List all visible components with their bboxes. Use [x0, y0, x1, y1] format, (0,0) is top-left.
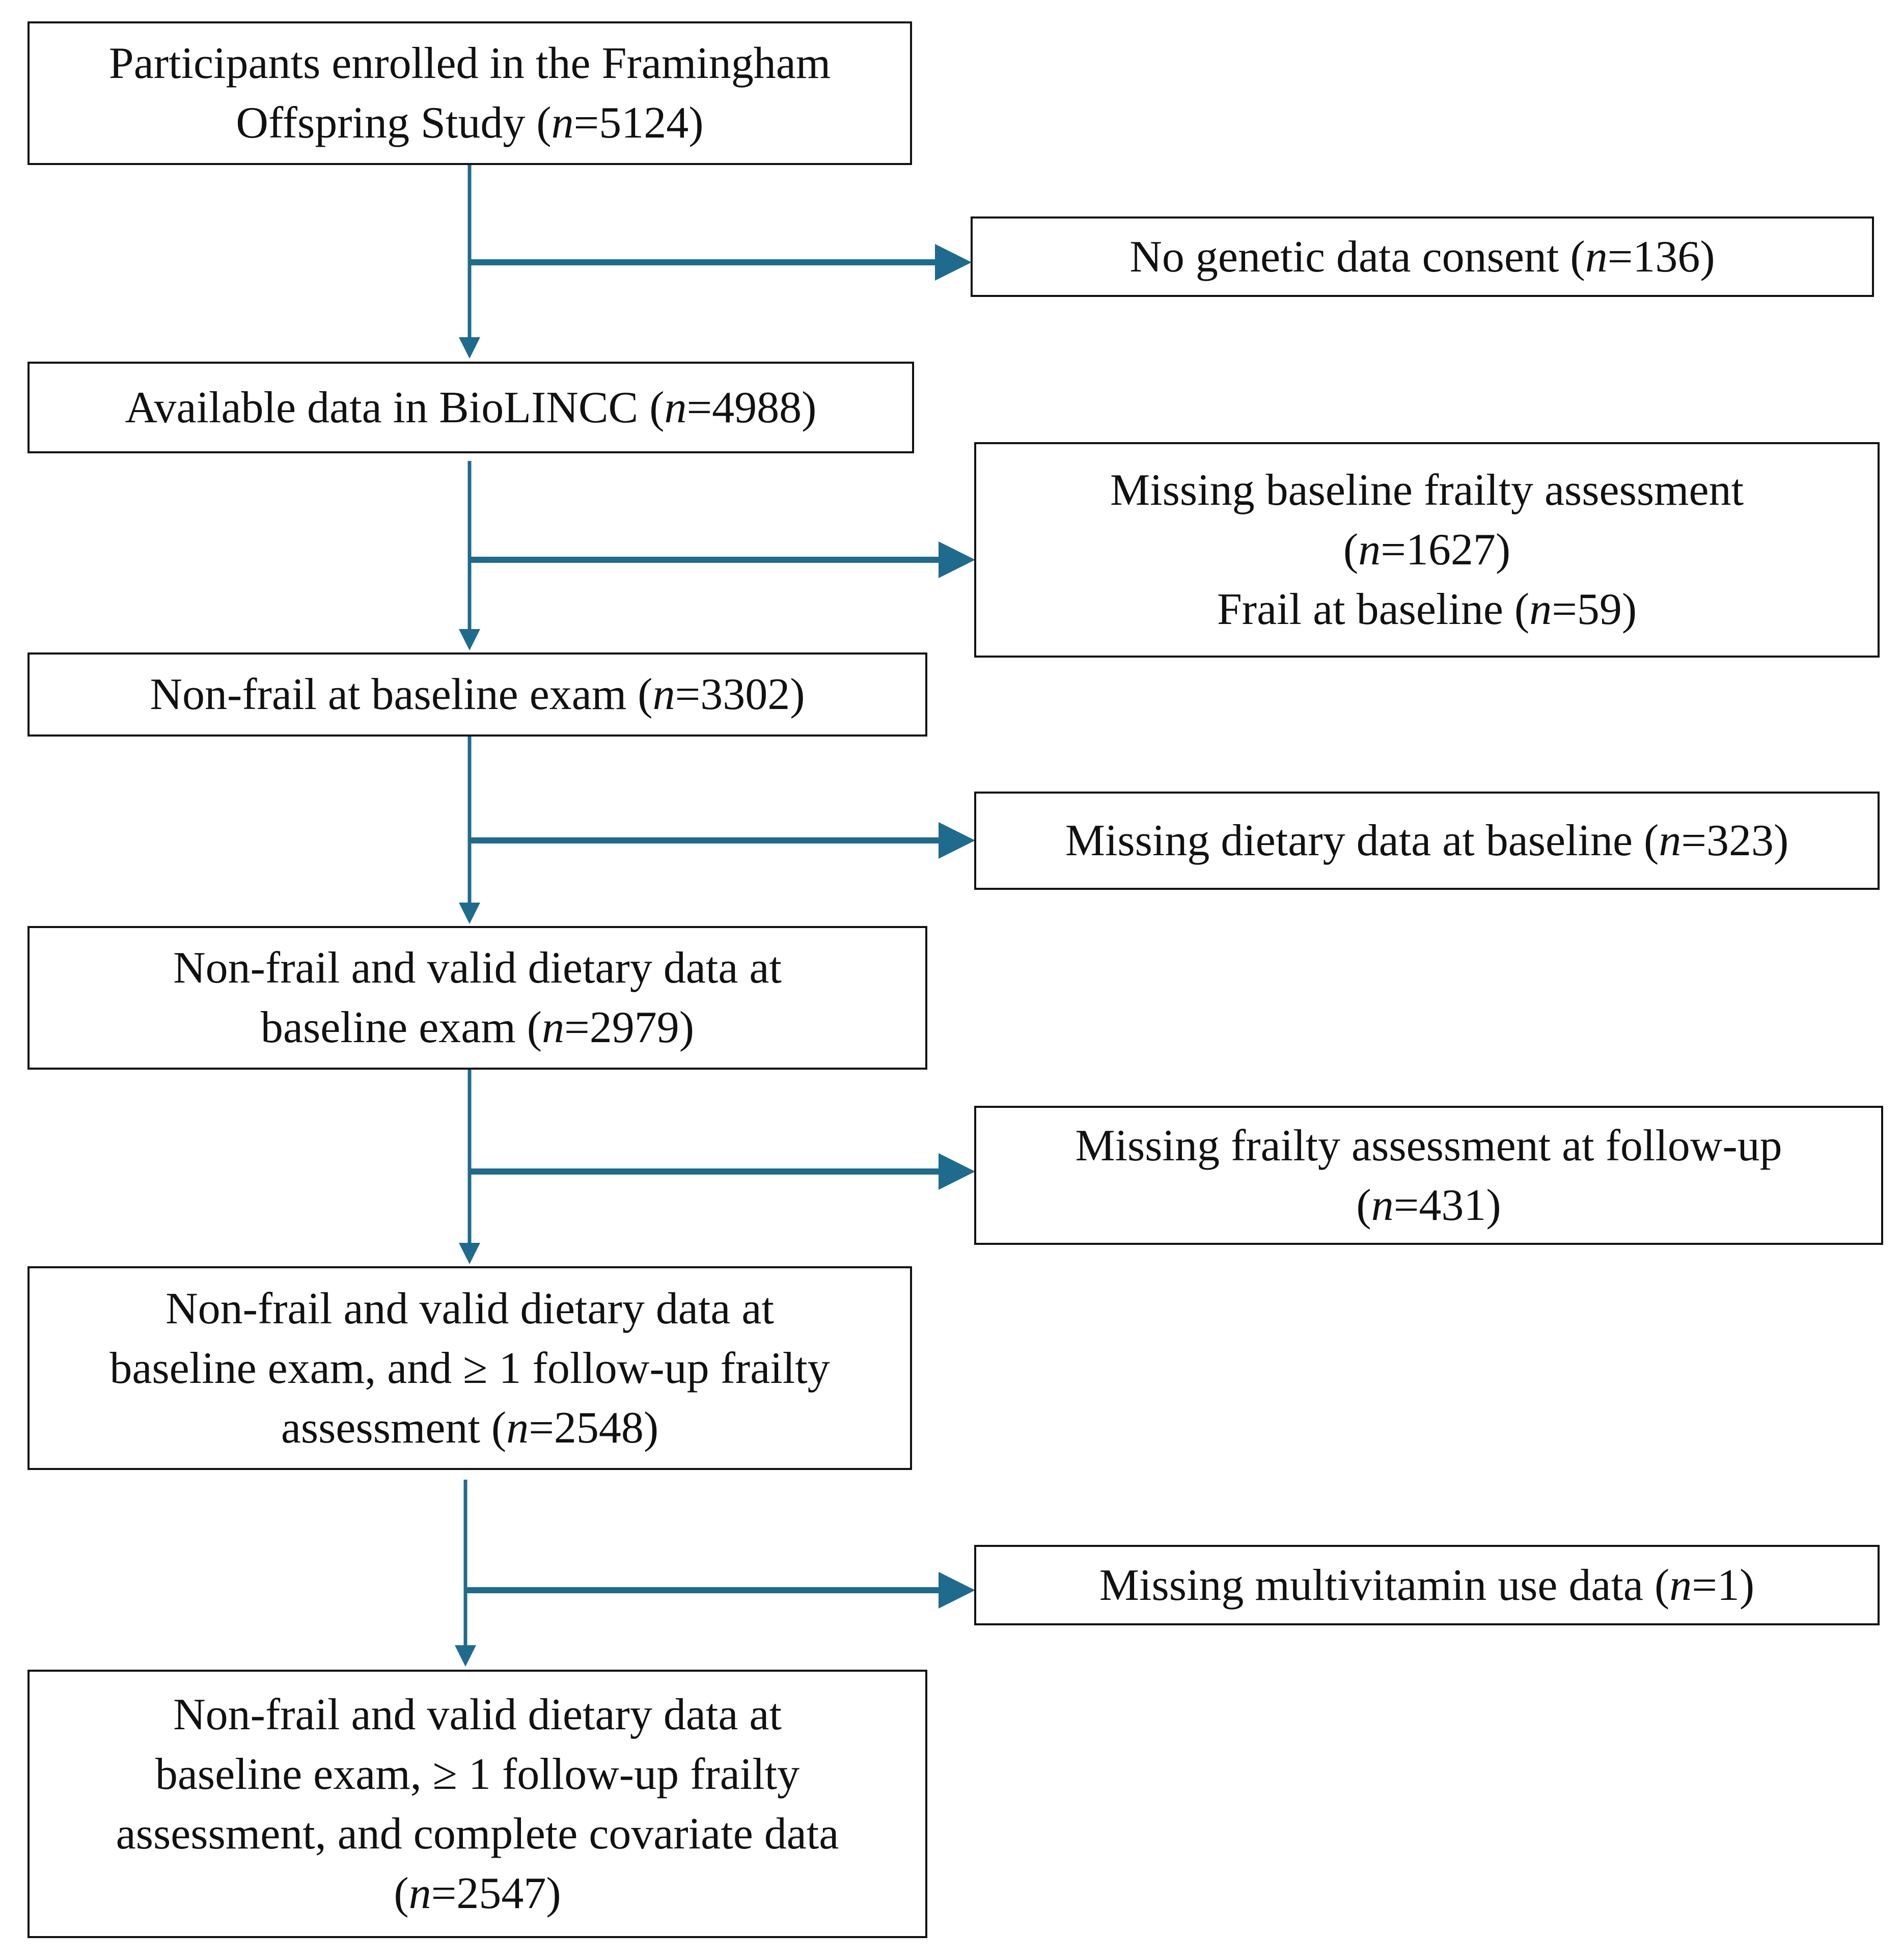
sample-size-symbol: n: [1371, 1180, 1394, 1230]
sample-size-symbol: n: [1659, 816, 1682, 865]
step-text-line: Offspring Study (n=5124): [236, 93, 703, 153]
text-fragment: Missing dietary data at baseline (: [1065, 816, 1659, 865]
sample-size-value: =136): [1607, 232, 1715, 282]
exclusion-missing-frailty-baseline: Missing baseline frailty assessment(n=16…: [974, 442, 1880, 658]
exclusion-no-consent: No genetic data consent (n=136): [971, 216, 1874, 297]
exclusion-text-line: Missing baseline frailty assessment: [1110, 466, 1744, 515]
text-fragment: Frail at baseline (: [1217, 585, 1530, 634]
sample-size-value: =1): [1692, 1560, 1755, 1610]
text-fragment: baseline exam (: [260, 1003, 542, 1052]
sample-size-value: =5124): [573, 98, 704, 148]
sample-size-symbol: n: [1529, 585, 1552, 634]
exclusion-text-line: Missing dietary data at baseline (n=323): [1065, 811, 1789, 870]
sample-size-symbol: n: [1358, 525, 1381, 575]
exclusion-text-line: (n=1627): [1343, 520, 1510, 580]
sample-size-symbol: n: [652, 670, 675, 719]
step-text-line: Non-frail and valid dietary data at: [166, 1284, 774, 1333]
exclusion-missing-frailty-followup: Missing frailty assessment at follow-up (…: [974, 1106, 1883, 1245]
step-text-line: Non-frail and valid dietary data at: [173, 1690, 782, 1739]
exclusion-missing-multivitamin: Missing multivitamin use data (n=1): [974, 1545, 1880, 1625]
step-text-line: baseline exam (n=2979): [261, 998, 694, 1057]
sample-size-value: =323): [1681, 816, 1789, 865]
step-text-line: Non-frail and valid dietary data at: [173, 943, 782, 993]
sample-size-value: =4988): [686, 383, 817, 432]
text-fragment: Available data in BioLINCC (: [125, 383, 665, 432]
exclusion-text-line: Frail at baseline (n=59): [1217, 580, 1637, 639]
text-fragment: assessment (: [281, 1403, 507, 1453]
exclusion-text-line: (n=431): [1356, 1176, 1501, 1235]
step-final: Non-frail and valid dietary data at basel…: [27, 1670, 927, 1938]
sample-size-symbol: n: [1585, 232, 1608, 282]
sample-size-value: =59): [1552, 585, 1637, 634]
sample-size-symbol: n: [664, 383, 687, 432]
sample-size-symbol: n: [408, 1868, 431, 1918]
text-fragment: Missing multivitamin use data (: [1099, 1560, 1670, 1610]
sample-size-symbol: n: [551, 98, 574, 148]
exclusion-missing-dietary: Missing dietary data at baseline (n=323): [974, 792, 1880, 890]
step-text-line: baseline exam, and ≥ 1 follow-up frailty: [109, 1343, 830, 1393]
exclusion-text-line: Missing frailty assessment at follow-up: [1075, 1121, 1782, 1170]
exclusion-text-line: Missing multivitamin use data (n=1): [1099, 1556, 1754, 1615]
step-text-line: assessment (n=2548): [281, 1398, 658, 1458]
sample-size-symbol: n: [506, 1403, 529, 1453]
sample-size-value: =1627): [1381, 525, 1511, 575]
step-text-line: assessment, and complete covariate data: [116, 1809, 839, 1859]
sample-size-value: =2547): [431, 1868, 561, 1918]
sample-size-symbol: n: [542, 1003, 565, 1052]
step-text-line: Non-frail at baseline exam (n=3302): [150, 665, 805, 724]
sample-size-symbol: n: [1669, 1560, 1692, 1610]
text-fragment: (: [1343, 525, 1359, 575]
step-biolincc: Available data in BioLINCC (n=4988): [27, 362, 914, 453]
step-followup: Non-frail and valid dietary data at basel…: [27, 1266, 912, 1470]
step-text-line: Available data in BioLINCC (n=4988): [125, 378, 817, 438]
text-fragment: (: [1356, 1180, 1371, 1230]
text-fragment: Non-frail at baseline exam (: [150, 670, 653, 719]
text-fragment: Offspring Study (: [236, 98, 552, 148]
text-fragment: No genetic data consent (: [1129, 232, 1585, 282]
sample-size-value: =2979): [564, 1003, 695, 1052]
step-text-line: baseline exam, ≥ 1 follow-up frailty: [155, 1749, 800, 1799]
step-text-line: (n=2547): [394, 1864, 561, 1923]
text-fragment: (: [394, 1868, 409, 1918]
sample-size-value: =431): [1393, 1180, 1501, 1230]
sample-size-value: =3302): [675, 670, 805, 719]
sample-size-value: =2548): [529, 1403, 659, 1453]
step-nonfrail: Non-frail at baseline exam (n=3302): [27, 652, 927, 737]
exclusion-text-line: No genetic data consent (n=136): [1129, 227, 1715, 287]
step-text-line: Participants enrolled in the Framingham: [108, 39, 831, 88]
